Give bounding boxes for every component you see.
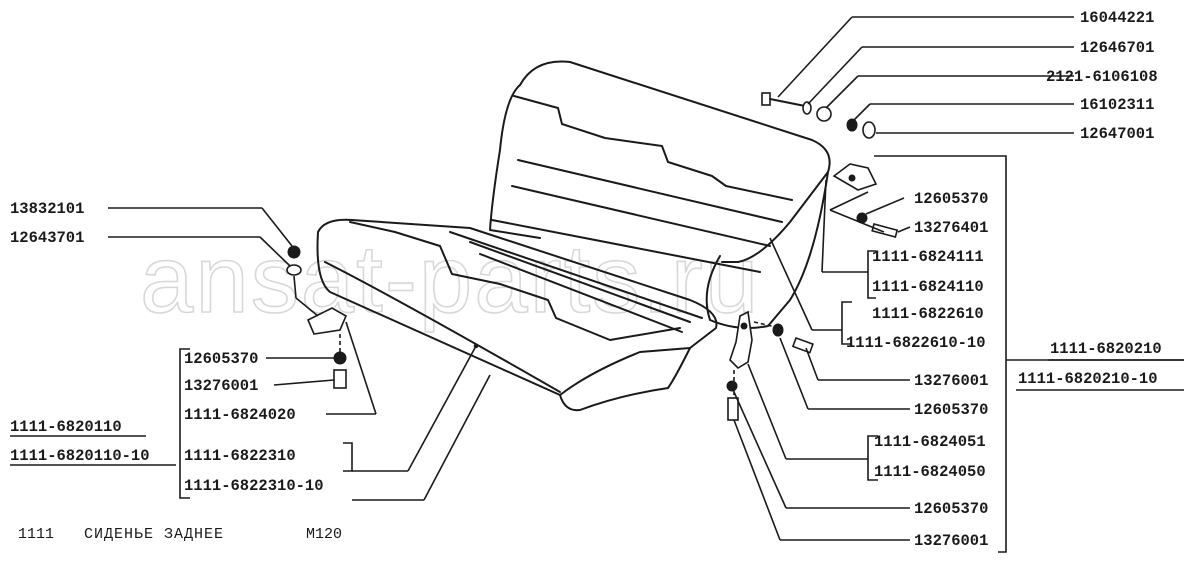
left-bolt [333,369,347,389]
label-backrest-assy-var: 1111-6820210-10 [1018,370,1158,388]
bolt-head [761,92,771,106]
label-right-bolt-mid: 13276001 [914,372,988,390]
caption-title: СИДЕНЬЕ ЗАДНЕЕ [84,526,224,543]
leader-lines [10,16,1184,553]
left-bracket-group [286,245,348,389]
label-right-bolt-bot: 13276001 [914,532,988,550]
watermark: ansat-parts.ru [140,226,760,333]
lockwasher-mid [772,323,784,337]
caption-code: 1111 [18,526,54,543]
bolt-bot [727,397,739,421]
label-backrest-assy: 1111-6820210 [1050,340,1162,358]
nut [846,118,858,132]
label-left-bracket: 1111-6824020 [184,406,296,424]
label-hinge-b: 1111-6824110 [872,278,984,296]
left-bracket [306,307,348,335]
label-nut-top: 16102311 [1080,96,1154,114]
label-left-lockwasher: 12605370 [184,350,258,368]
lockwasher-bot [726,380,738,392]
left-washer [286,264,302,276]
seat-cushion [316,171,829,412]
label-backrest: 1111-6822610 [872,305,984,323]
label-right-bolt-top: 13276401 [914,219,988,237]
seat-backrest [489,60,831,273]
hinge-bolt-group [761,92,899,238]
label-cushion: 1111-6822310 [184,447,296,465]
label-left-nut: 13832101 [10,200,84,218]
label-cushion-var: 1111-6822310-10 [184,477,324,495]
washer [802,101,812,115]
left-lockwasher [333,351,347,365]
label-cushion-assy: 1111-6820110 [10,418,122,436]
label-bolt-top: 16044221 [1080,9,1154,27]
left-nut [287,245,301,259]
label-washer-top-2: 12647001 [1080,125,1154,143]
bolt-mid [791,336,814,354]
label-left-washer: 12643701 [10,229,84,247]
label-right-lockwasher-mid: 12605370 [914,401,988,419]
label-spacer-top: 2121-6106108 [1046,68,1158,86]
label-lower-bracket-b: 1111-6824050 [874,463,986,481]
label-cushion-assy-var: 1111-6820110-10 [10,447,150,465]
caption: 1111 СИДЕНЬЕ ЗАДНЕЕ М120 [18,526,342,543]
label-backrest-var: 1111-6822610-10 [846,334,986,352]
label-lower-bracket-a: 1111-6824051 [874,433,986,451]
bolt-top [871,223,899,238]
label-washer-top: 12646701 [1080,39,1154,57]
washer-2 [862,121,876,139]
label-right-lockwasher-top: 12605370 [914,190,988,208]
spacer [816,106,832,122]
caption-model: М120 [306,526,342,543]
lower-bracket-group [726,310,814,421]
label-left-bolt: 13276001 [184,377,258,395]
label-right-lockwasher-bot: 12605370 [914,500,988,518]
label-hinge-a: 1111-6824111 [872,248,984,266]
part-labels: 16044221 12646701 2121-6106108 16102311 … [10,9,1162,550]
